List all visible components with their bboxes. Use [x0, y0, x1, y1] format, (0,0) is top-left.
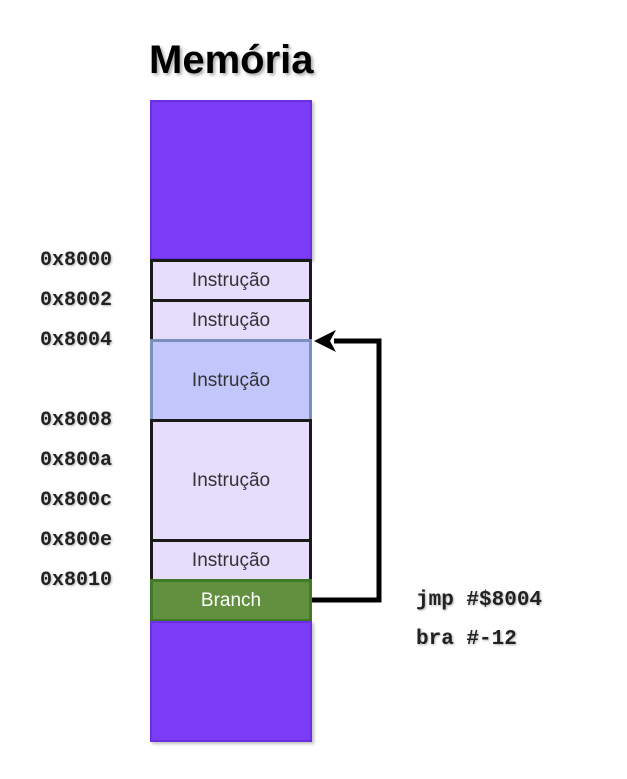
address-label-8004: 0x8004: [40, 329, 113, 352]
address-label-8008: 0x8008: [40, 409, 113, 432]
memory-title: Memória: [149, 38, 314, 82]
instruction-block-800e: Instrução: [150, 539, 312, 582]
address-label-800e: 0x800e: [40, 529, 113, 552]
address-label-800c: 0x800c: [40, 489, 113, 512]
instruction-block-8008: Instrução: [150, 419, 312, 542]
instruction-block-8002: Instrução: [150, 299, 312, 342]
jmp-instruction-text: jmp #$8004: [416, 589, 543, 612]
address-label-8002: 0x8002: [40, 289, 113, 312]
address-label-8000: 0x8000: [40, 249, 113, 272]
free-memory-bottom: [150, 621, 312, 742]
address-label-800a: 0x800a: [40, 449, 113, 472]
branch-block-8010: Branch: [150, 579, 312, 622]
address-label-8010: 0x8010: [40, 569, 113, 592]
bra-instruction-text: bra #-12: [416, 628, 517, 651]
jump-arrow-head: [314, 330, 336, 352]
jump-arrow-line: [312, 338, 382, 603]
free-memory-top: [150, 100, 312, 260]
